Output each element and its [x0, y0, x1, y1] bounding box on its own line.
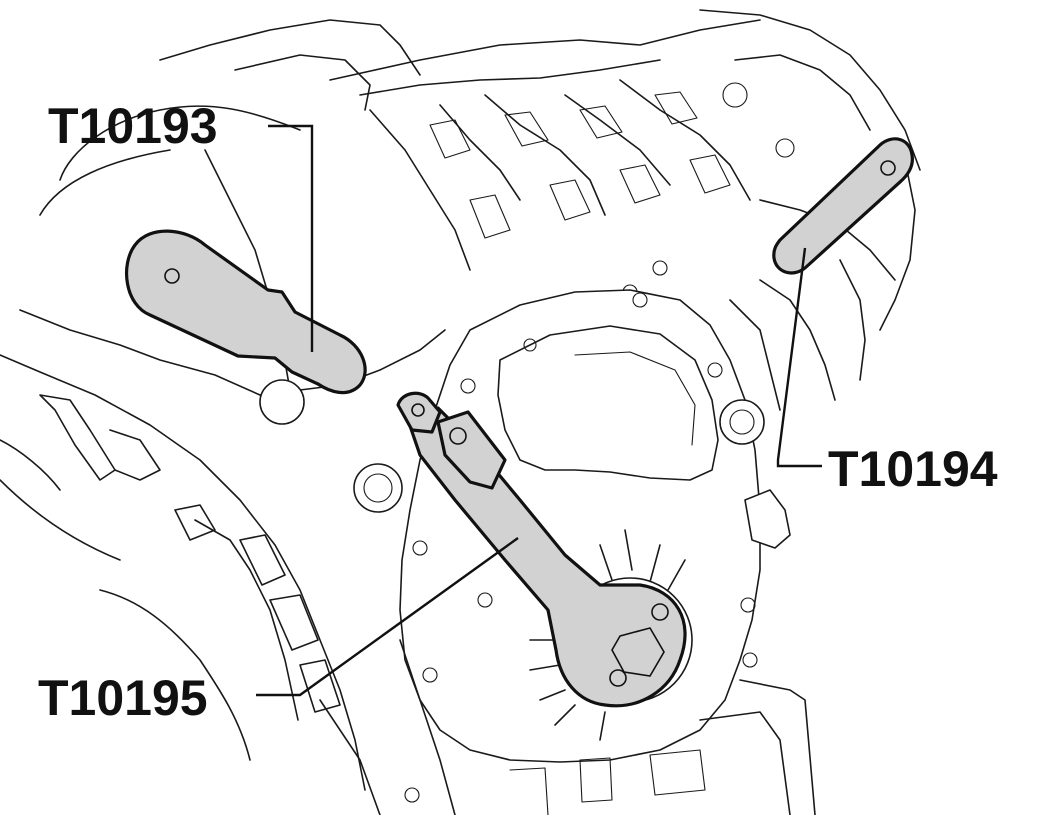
tool-t10193: [125, 229, 367, 395]
leader-t10193: [268, 124, 314, 352]
tool-t10194: [772, 137, 914, 275]
label-t10193: T10193: [48, 98, 218, 154]
tool-t10195: [396, 391, 687, 708]
label-t10195: T10195: [38, 670, 208, 726]
leader-t10194: [776, 247, 822, 468]
label-t10194: T10194: [828, 441, 998, 497]
leader-t10195: [256, 537, 519, 697]
